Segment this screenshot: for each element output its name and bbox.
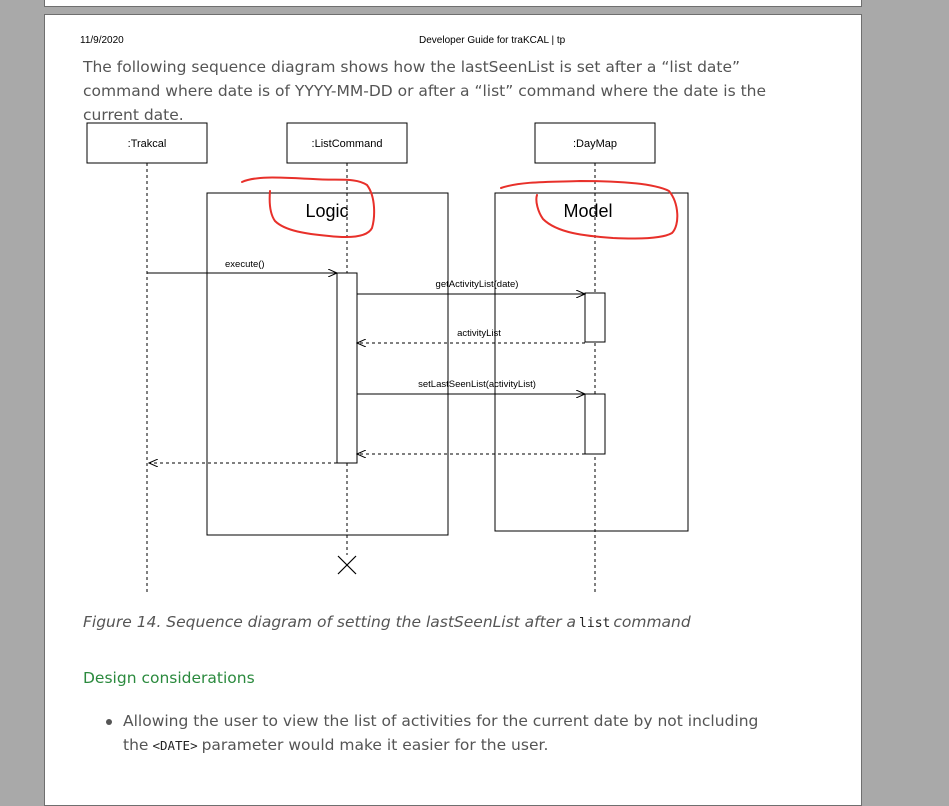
model-frame-label: Model [563, 201, 612, 221]
figure-caption: Figure 14. Sequence diagram of setting t… [83, 613, 691, 631]
caption-code: list [579, 616, 611, 631]
participant-listcommand: :ListCommand [286, 122, 408, 164]
participant-trakcal: :Trakcal [86, 122, 208, 164]
caption-prefix: Figure 14. Sequence diagram of setting t… [83, 613, 577, 631]
previous-page-edge [44, 0, 862, 7]
model-annotation-circle [500, 179, 679, 240]
execute-label: execute() [225, 259, 265, 270]
caption-suffix: command [613, 613, 691, 631]
get-activity-list-label: getActivityList(date) [436, 279, 519, 290]
daymap-activation-1 [584, 292, 606, 343]
model-frame [494, 192, 689, 532]
intro-paragraph: The following sequence diagram shows how… [83, 58, 767, 124]
considerations-list: Allowing the user to view the list of ac… [83, 709, 823, 758]
participant-daymap: :DayMap [534, 122, 656, 164]
header-date: 11/9/2020 [80, 35, 124, 46]
activity-list-return-label: activityList [457, 328, 501, 339]
list-item: Allowing the user to view the list of ac… [83, 709, 823, 758]
bullet-text-before: Allowing the user to view the list of ac… [123, 712, 759, 754]
section-heading: Design considerations [83, 669, 255, 687]
participant-trakcal-label: :Trakcal [128, 138, 167, 150]
logic-annotation-circle [241, 176, 376, 238]
logic-frame [206, 192, 449, 536]
participant-daymap-label: :DayMap [573, 138, 617, 150]
logic-frame-label: Logic [305, 201, 348, 221]
set-last-seen-list-label: setLastSeenList(activityList) [418, 379, 536, 390]
daymap-activation-2 [584, 393, 606, 455]
bullet-dot-icon [106, 719, 112, 725]
header-title: Developer Guide for traKCAL | tp [419, 35, 566, 46]
destroy-x-mark [337, 555, 357, 575]
bullet-code: <DATE> [152, 738, 198, 753]
document-page: 11/9/2020 Developer Guide for traKCAL | … [44, 14, 862, 806]
listcommand-activation [336, 272, 358, 464]
bullet-text-after: parameter would make it easier for the u… [201, 736, 549, 754]
sequence-diagram: :Trakcal :ListCommand :DayMap Logic Mode… [86, 122, 689, 593]
participant-listcommand-label: :ListCommand [312, 138, 383, 150]
